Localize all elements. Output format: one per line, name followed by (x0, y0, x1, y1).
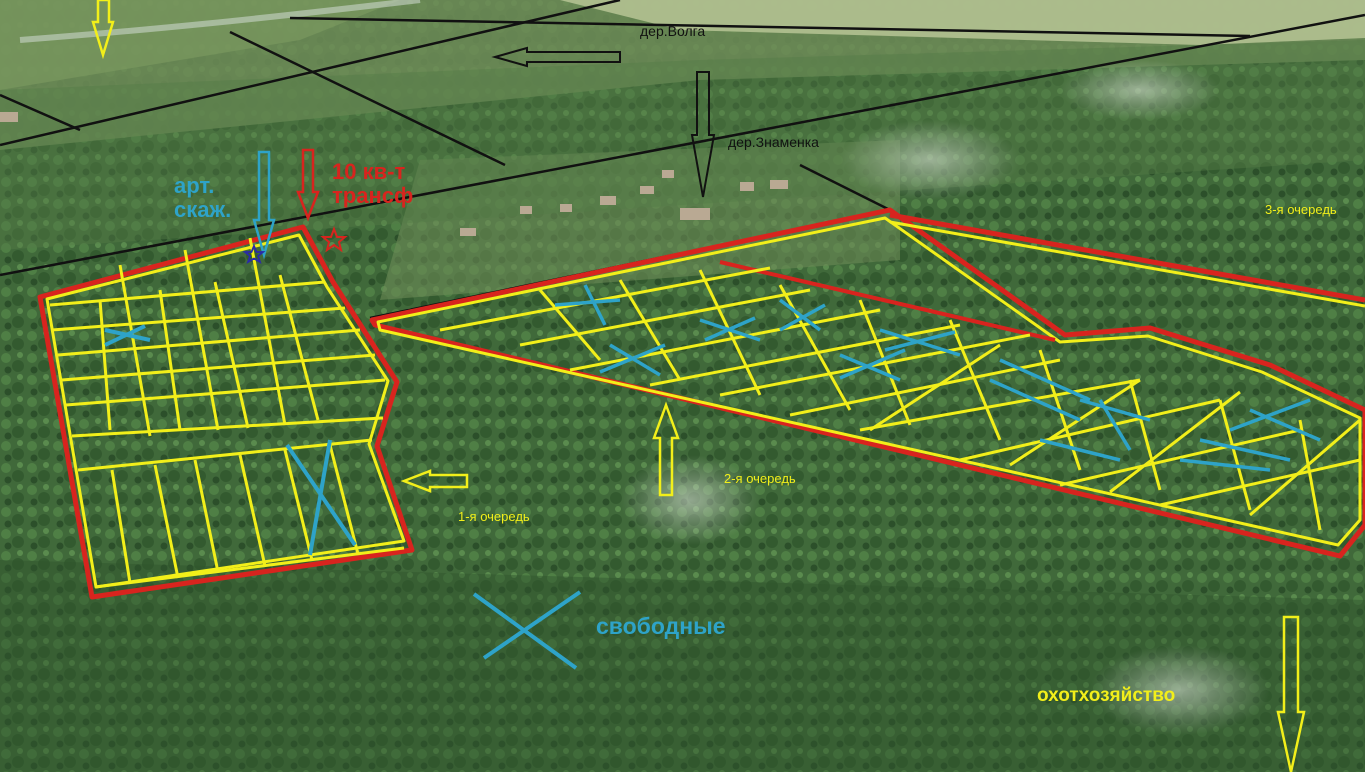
transformer-star-icon (320, 226, 348, 253)
village-znamenka-label: дер.Знаменка (728, 134, 819, 150)
legend-free-label: свободные (596, 613, 726, 639)
arrow-well (252, 150, 276, 260)
stage1-free-marks (104, 324, 357, 556)
stage1-label: 1-я очередь (458, 509, 530, 524)
arrow-stage2 (652, 401, 680, 497)
arrow-znamenka (690, 71, 716, 198)
arrow-volga (491, 46, 621, 68)
well-star-icon (242, 243, 266, 264)
hunting-label: охотхозяйство (1037, 685, 1176, 706)
arrow-stage1 (400, 469, 469, 493)
legend-free-cross-icon (472, 590, 582, 670)
well-label: арт. скаж. (174, 173, 232, 223)
village-volga-label: дер.Волга (640, 23, 706, 39)
stage3-label: 3-я очередь (1265, 202, 1337, 217)
stage2-label: 2-я очередь (724, 471, 796, 486)
stage2-free-marks (554, 284, 1321, 472)
arrow-hunting (1276, 615, 1306, 772)
stage2-parcel (369, 207, 1365, 559)
arrow-top-left (91, 0, 115, 60)
arrow-transformer (296, 148, 320, 222)
stage1-parcel (37, 224, 415, 600)
transformer-label: 10 кв-т трансф (332, 159, 414, 209)
